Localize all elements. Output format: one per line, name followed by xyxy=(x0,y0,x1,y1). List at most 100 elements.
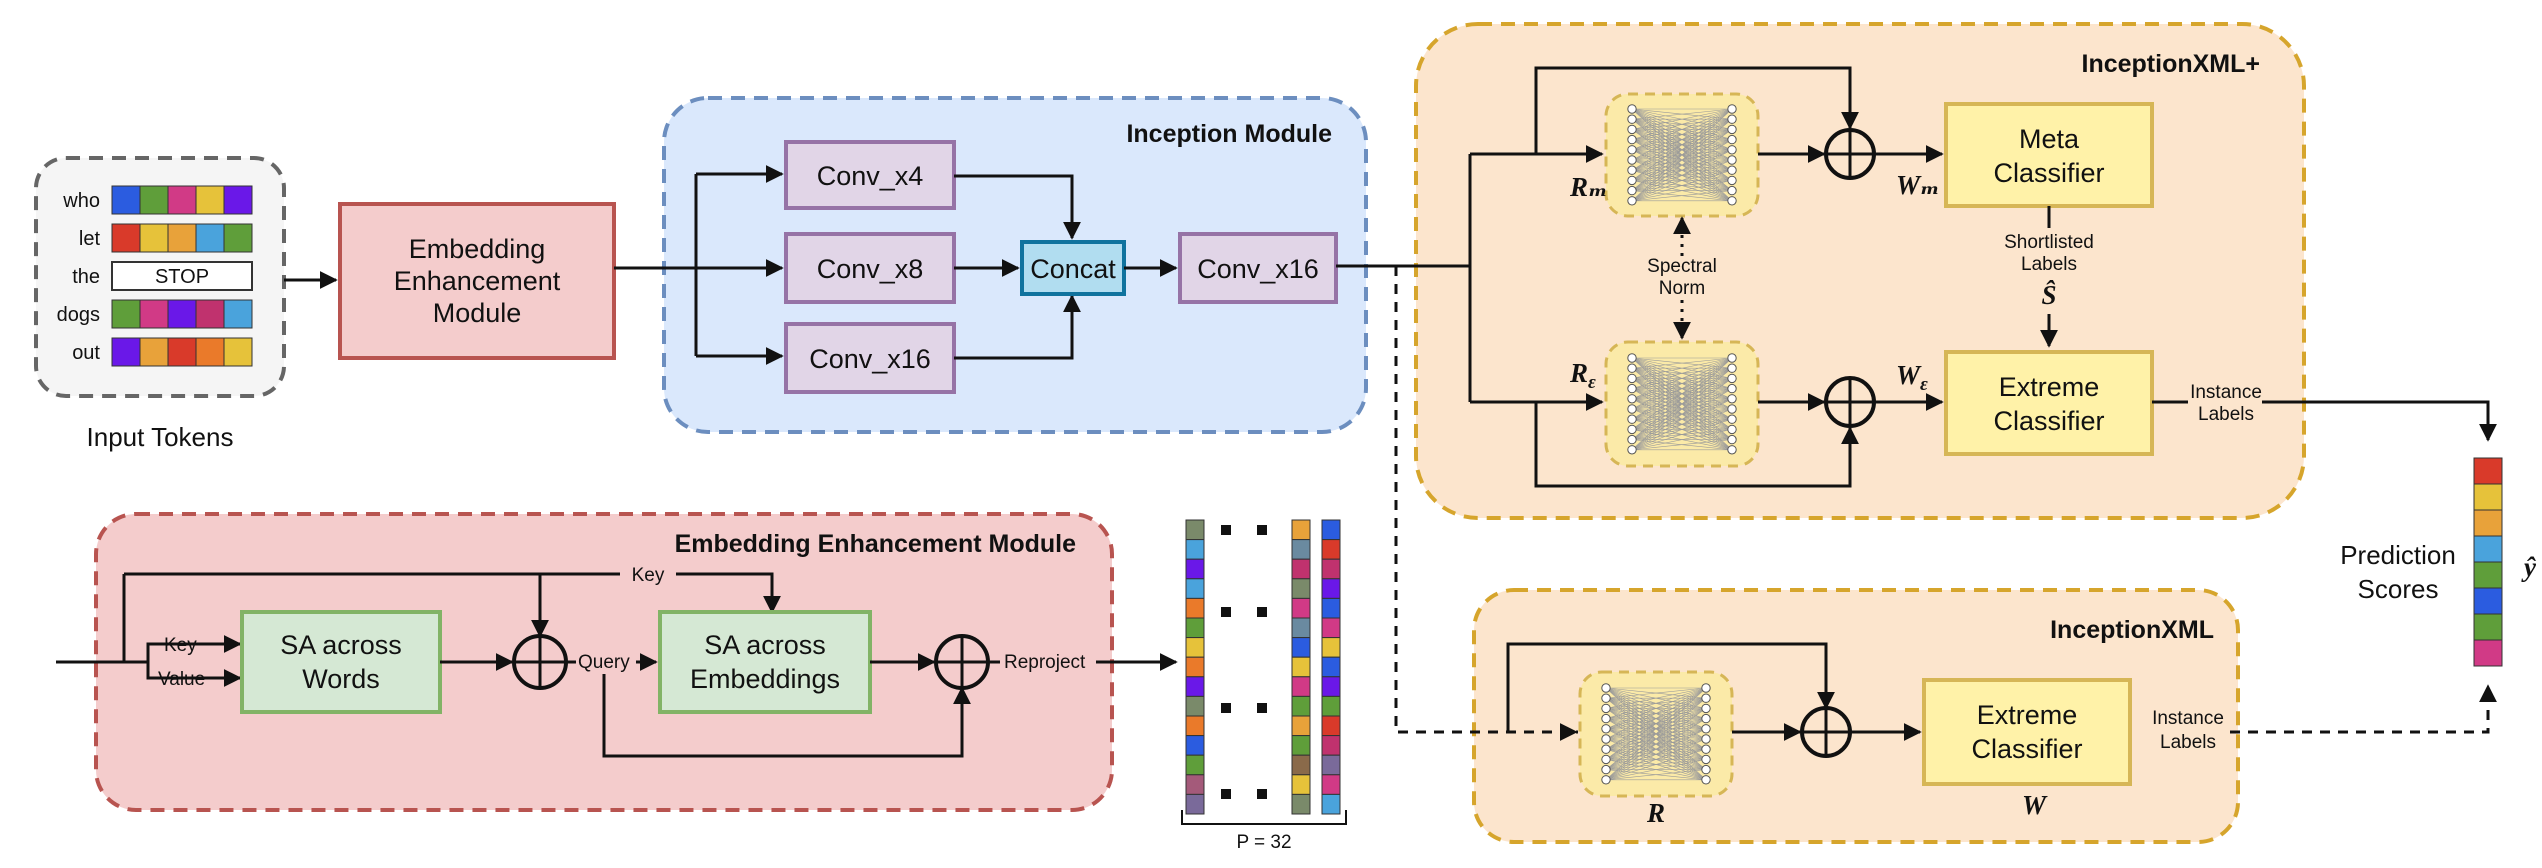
ellipsis-dot xyxy=(1257,789,1267,799)
ellipsis-dot xyxy=(1221,607,1231,617)
embedding-cell xyxy=(1185,774,1205,795)
embedding-cell xyxy=(1185,793,1205,815)
prediction-cell xyxy=(2473,535,2503,563)
embedding-cell xyxy=(1321,774,1341,795)
conv-x16-label: Conv_x16 xyxy=(809,344,931,374)
embedding-cell xyxy=(1321,578,1341,599)
sa-emb-line2: Embeddings xyxy=(690,664,840,694)
token-cell xyxy=(195,223,225,253)
embedding-cell xyxy=(1321,695,1341,717)
embedding-cell xyxy=(1185,695,1205,717)
embedding-cell xyxy=(1185,735,1205,756)
extreme-classifier-plus-line2: Classifier xyxy=(1993,406,2104,436)
embedding-cell xyxy=(1321,676,1341,697)
inceptionxml-plus-title: InceptionXML+ xyxy=(2082,50,2260,78)
embedding-cell xyxy=(1291,695,1311,717)
ellipsis-dot xyxy=(1257,703,1267,713)
shortlisted-line2: Labels xyxy=(2021,254,2077,275)
token-cell xyxy=(111,299,141,329)
extreme-classifier-plus-line1: Extreme xyxy=(1999,372,2100,402)
arrow-conv-x16-to-concat xyxy=(954,294,1081,360)
arrow-to-prediction xyxy=(2262,400,2497,442)
stop-label: STOP xyxy=(155,266,209,288)
arrow-value-left xyxy=(146,662,242,687)
input-tokens-caption: Input Tokens xyxy=(87,422,234,452)
ellipsis-dot xyxy=(1257,525,1267,535)
embedding-cell xyxy=(1291,519,1311,541)
arrow-conv-x4-to-concat xyxy=(954,174,1081,240)
embedding-cell xyxy=(1185,519,1205,541)
ellipsis-dot xyxy=(1221,789,1231,799)
instance-labels-plus-line2: Labels xyxy=(2198,404,2254,425)
p-bracket xyxy=(1181,810,1347,825)
eem-box-line1: Embedding xyxy=(409,234,546,264)
embedding-cell xyxy=(1185,617,1205,639)
spectral-line2: Norm xyxy=(1659,278,1705,299)
embedding-cell xyxy=(1321,637,1341,658)
prediction-cell xyxy=(2473,639,2503,667)
extreme-classifier-line2: Classifier xyxy=(1971,734,2082,764)
token-cell xyxy=(139,299,169,329)
ellipsis-dot xyxy=(1221,703,1231,713)
token-cell xyxy=(139,185,169,215)
inceptionxml-title: InceptionXML xyxy=(2050,616,2214,644)
embedding-cell xyxy=(1321,793,1341,815)
instance-labels-line1: Instance xyxy=(2152,708,2224,729)
embedding-cell xyxy=(1185,754,1205,776)
meta-classifier-line2: Classifier xyxy=(1993,158,2104,188)
token-cell xyxy=(167,223,197,253)
re-network-icon xyxy=(1627,353,1737,455)
embedding-cell xyxy=(1291,637,1311,658)
token-word: who xyxy=(62,190,100,212)
p-label: P = 32 xyxy=(1236,832,1291,853)
embedding-cell xyxy=(1291,754,1311,776)
conv-x16-right-box xyxy=(1178,232,1338,304)
ellipsis-dot xyxy=(1221,525,1231,535)
reproject-label: Reproject xyxy=(1004,652,1086,673)
token-word: the xyxy=(72,266,100,288)
embedding-cell xyxy=(1321,617,1341,639)
conv-x4-box xyxy=(784,140,956,210)
query-label: Query xyxy=(578,652,630,673)
inceptionxml-plus-panel xyxy=(1414,22,2306,520)
embedding-cell xyxy=(1321,715,1341,737)
embedding-cell xyxy=(1291,735,1311,756)
extreme-classifier-plus-box xyxy=(1944,350,2154,456)
instance-labels-line2: Labels xyxy=(2160,732,2216,753)
embedding-cell xyxy=(1291,578,1311,599)
skip-query xyxy=(602,674,971,758)
token-cell xyxy=(195,185,225,215)
token-cell xyxy=(167,299,197,329)
prediction-cell xyxy=(2473,457,2503,485)
skip-inceptionxml xyxy=(1506,642,1835,732)
token-cell xyxy=(167,185,197,215)
embedding-cell xyxy=(1185,539,1205,560)
embedding-cell xyxy=(1185,578,1205,599)
wm-label: Wₘ xyxy=(1896,170,1940,200)
token-word: out xyxy=(72,342,100,364)
token-cell xyxy=(195,299,225,329)
embedding-cell xyxy=(1291,656,1311,678)
embedding-columns xyxy=(1185,519,1341,815)
s-hat-label: Ŝ xyxy=(2041,280,2056,310)
dashed-to-prediction xyxy=(2230,684,2497,734)
conv-x8-label: Conv_x8 xyxy=(817,254,924,284)
conv-x16-right-label: Conv_x16 xyxy=(1197,254,1319,284)
token-cell xyxy=(139,223,169,253)
conv-x4-label: Conv_x4 xyxy=(817,161,924,191)
eem-box-line3: Module xyxy=(433,298,522,328)
embedding-enhancement-box xyxy=(338,202,616,360)
token-cell xyxy=(139,337,169,367)
token-cell xyxy=(111,185,141,215)
stop-cell xyxy=(111,261,253,291)
embedding-cell xyxy=(1185,676,1205,697)
embedding-cell xyxy=(1291,774,1311,795)
ellipsis-dot xyxy=(1257,607,1267,617)
embedding-cell xyxy=(1321,754,1341,776)
token-cell xyxy=(111,223,141,253)
skip-meta xyxy=(1534,66,1859,154)
embedding-cell xyxy=(1185,656,1205,678)
extreme-classifier-box xyxy=(1922,678,2132,786)
